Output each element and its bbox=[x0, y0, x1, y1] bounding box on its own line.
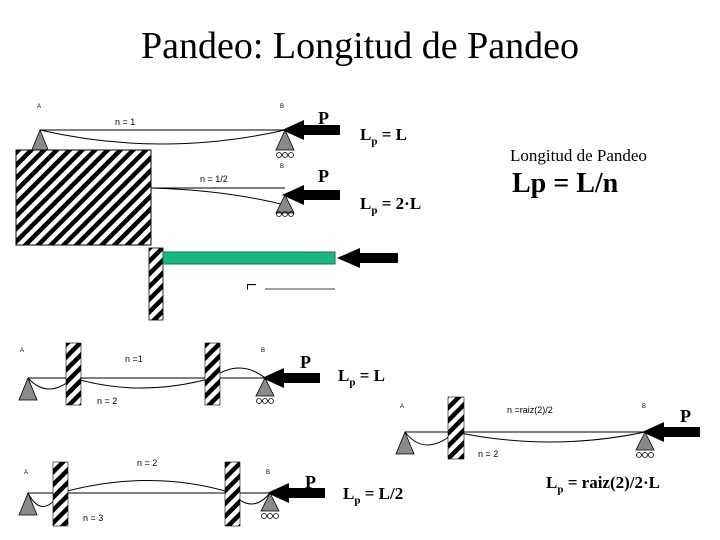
intermediate-support bbox=[65, 342, 82, 406]
case-sqrt2 bbox=[395, 396, 700, 460]
roller-support-b bbox=[275, 129, 295, 151]
case-column bbox=[148, 247, 398, 321]
roller-wheels bbox=[276, 152, 294, 158]
effective-length-label: Lp = raiz(2)/2·L bbox=[546, 473, 660, 495]
lp-value: = raiz(2)/2·L bbox=[563, 473, 661, 492]
end-label-b: B bbox=[261, 348, 266, 354]
end-label-b: B bbox=[280, 164, 285, 170]
pin-support-a bbox=[18, 376, 38, 401]
roller-support-b bbox=[635, 431, 655, 451]
lp-symbol: L bbox=[546, 473, 558, 492]
effective-length-label: Lp = L/2 bbox=[343, 484, 403, 506]
effective-length-label: Lp = 2·L bbox=[360, 194, 421, 216]
n-label: n = 1 bbox=[115, 117, 136, 127]
lp-subscript: p bbox=[354, 494, 361, 507]
lp-symbol: L bbox=[343, 484, 355, 503]
lp-subscript: p bbox=[349, 376, 356, 389]
lp-symbol: L bbox=[338, 366, 350, 385]
load-label: P bbox=[318, 108, 329, 128]
load-label: P bbox=[300, 352, 311, 372]
intermediate-support bbox=[204, 342, 221, 406]
roller-support-b bbox=[255, 377, 275, 397]
lp-value: = L bbox=[355, 366, 385, 385]
lp-symbol: L bbox=[360, 125, 372, 144]
pin-support-a bbox=[395, 430, 415, 455]
case-cantilever bbox=[15, 149, 340, 246]
end-label-a: A bbox=[37, 104, 42, 110]
n-label-1: n =1 bbox=[125, 354, 143, 364]
end-label-b: B bbox=[280, 104, 285, 110]
effective-length-label: Lp = L bbox=[338, 366, 385, 388]
load-label: P bbox=[305, 472, 316, 492]
load-arrow bbox=[282, 120, 340, 140]
end-label-a: A bbox=[400, 404, 405, 410]
pin-support-a bbox=[30, 128, 50, 153]
side-note-formula: Lp = L/n bbox=[512, 168, 619, 199]
intermediate-support bbox=[52, 461, 69, 527]
lp-value: = 2·L bbox=[377, 194, 422, 213]
fixed-wall bbox=[15, 149, 152, 246]
n-label-1: n = 2 bbox=[137, 458, 158, 468]
load-arrow bbox=[282, 185, 340, 205]
roller-support-b bbox=[275, 194, 295, 214]
n-label-1: n =raiz(2)/2 bbox=[507, 405, 553, 415]
green-member bbox=[162, 251, 336, 265]
lp-subscript: p bbox=[371, 204, 378, 217]
load-arrow bbox=[642, 422, 700, 442]
n-label-2: n = 2 bbox=[97, 396, 118, 406]
effective-length-label: Lp = L bbox=[360, 125, 407, 147]
end-label-b: B bbox=[642, 404, 647, 410]
lp-value: = L/2 bbox=[360, 484, 404, 503]
load-arrow bbox=[267, 483, 325, 503]
lp-subscript: p bbox=[371, 135, 378, 148]
case-two-span bbox=[18, 342, 320, 406]
load-arrow bbox=[262, 368, 320, 388]
n-label-2: n = 2 bbox=[478, 449, 499, 459]
lp-symbol: L bbox=[360, 194, 372, 213]
case-pinned-pinned bbox=[30, 120, 340, 158]
n-label: n = 1/2 bbox=[200, 174, 228, 184]
end-label-a: A bbox=[24, 470, 29, 476]
lp-value: = L bbox=[377, 125, 407, 144]
roller-support-b bbox=[260, 492, 280, 512]
end-label-a: A bbox=[20, 348, 25, 354]
dimension-label: L bbox=[244, 282, 260, 291]
intermediate-support bbox=[224, 461, 241, 527]
intermediate-support bbox=[447, 396, 465, 460]
case-three-span bbox=[18, 461, 325, 527]
lp-subscript: p bbox=[557, 483, 564, 496]
page-title: Pandeo: Longitud de Pandeo bbox=[141, 25, 579, 67]
load-label: P bbox=[318, 166, 329, 186]
fixed-wall-column bbox=[148, 247, 164, 321]
side-note-label: Longitud de Pandeo bbox=[510, 146, 647, 165]
load-arrow bbox=[337, 248, 398, 268]
pin-support-a bbox=[18, 491, 38, 516]
load-label: P bbox=[680, 406, 691, 426]
n-label-2: n = 3 bbox=[83, 513, 104, 523]
end-label-b: B bbox=[266, 470, 271, 476]
